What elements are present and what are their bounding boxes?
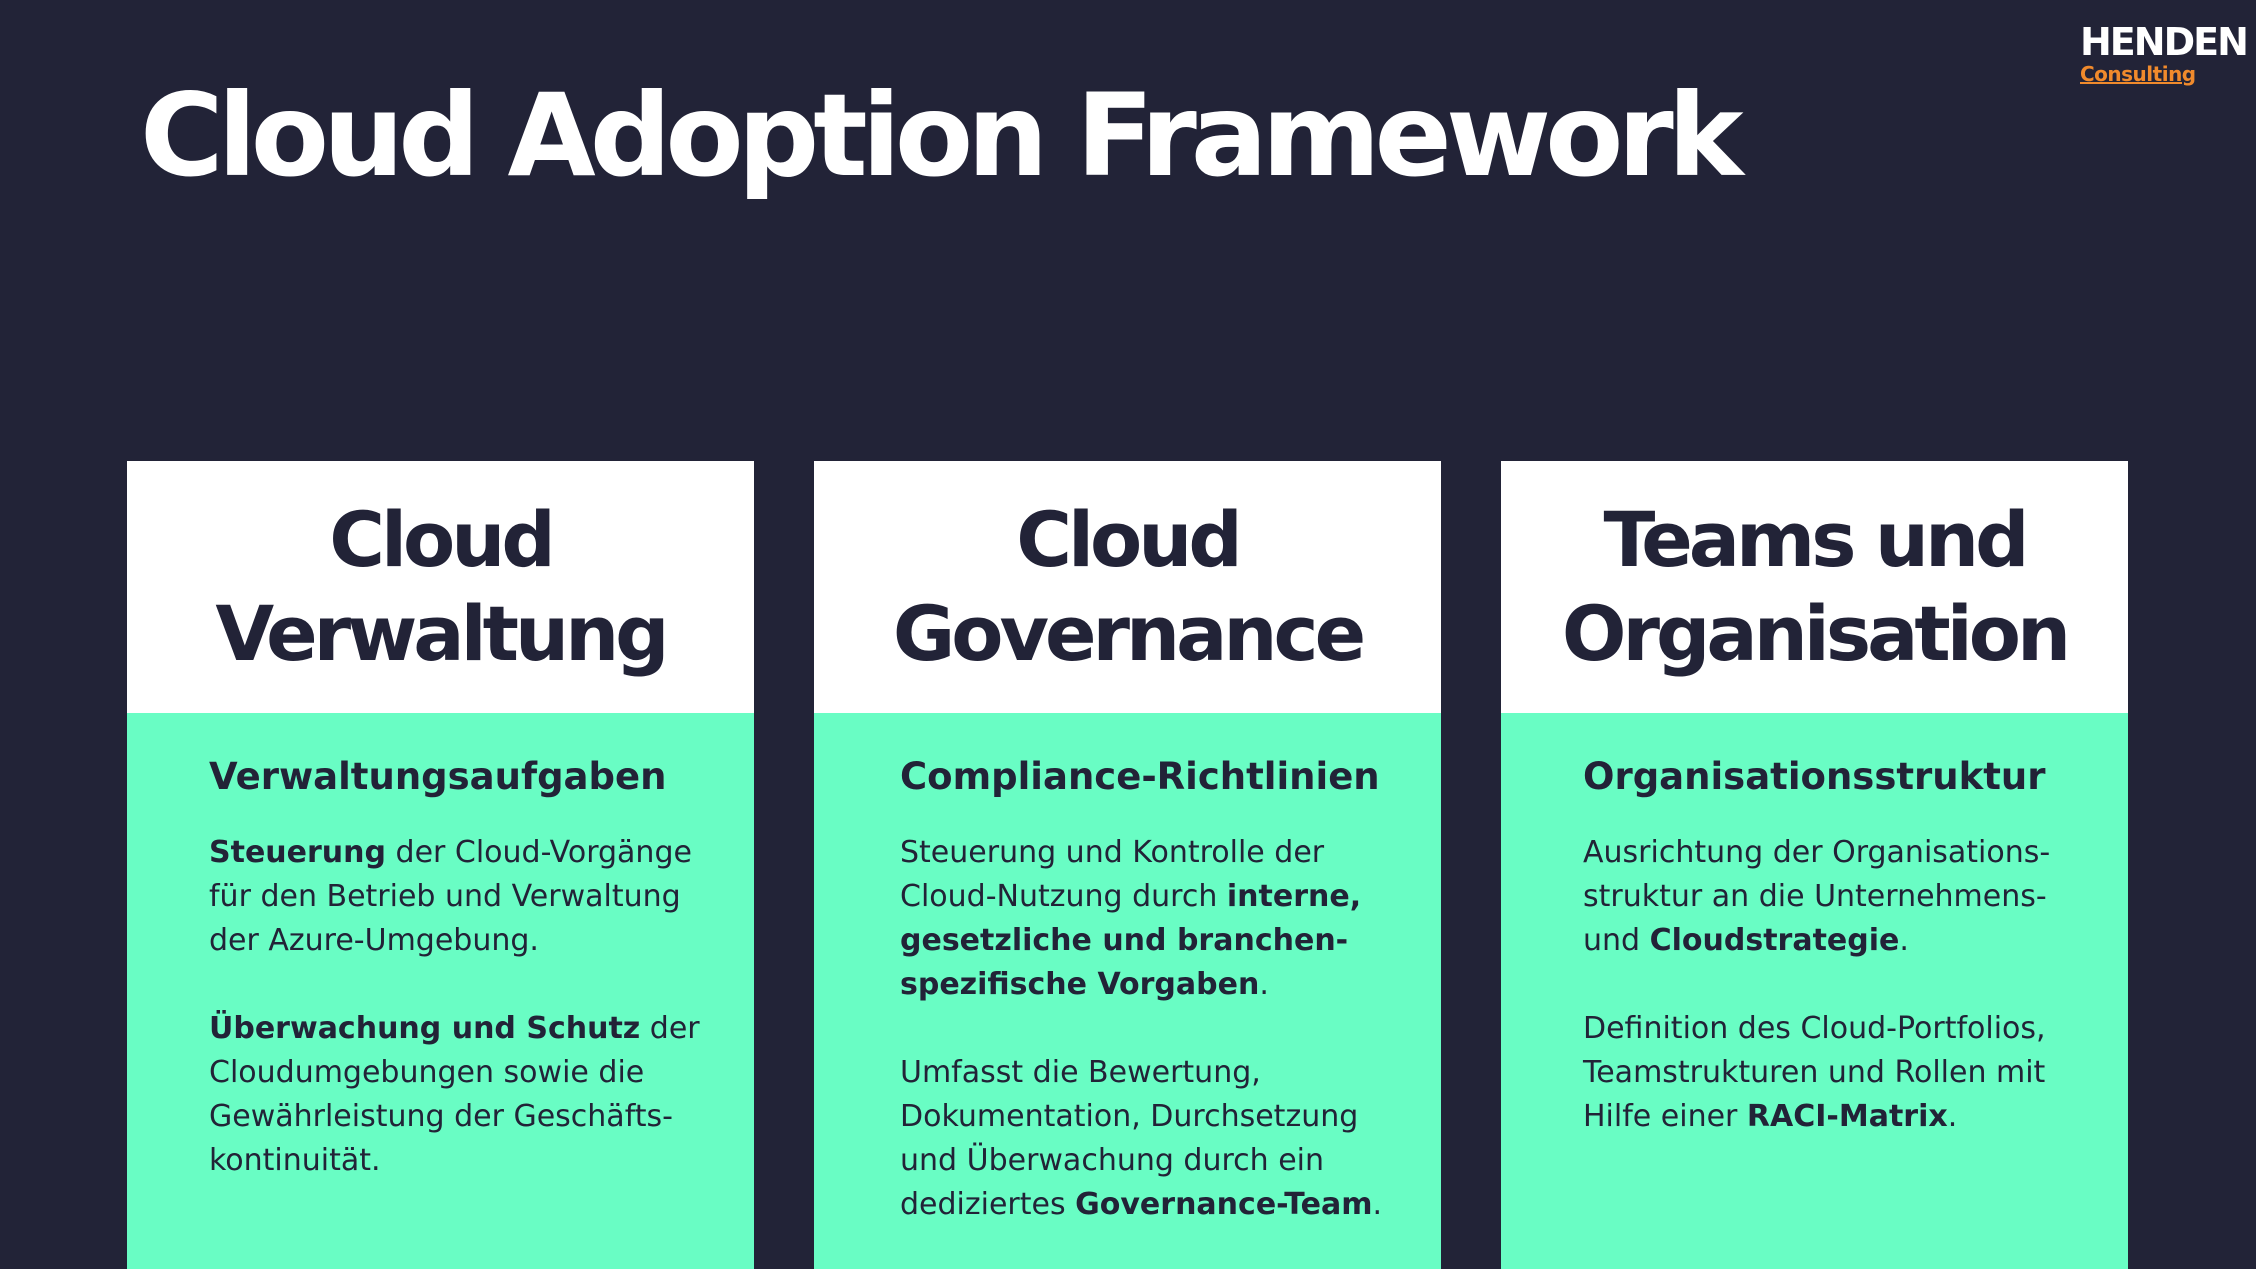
paragraph-text: der Cloud-Vorgänge bbox=[385, 835, 692, 870]
paragraph-text: . bbox=[1259, 967, 1269, 1002]
paragraph-text: . bbox=[1899, 923, 1909, 958]
logo-wordmark: HENDEN bbox=[2080, 20, 2249, 64]
card-paragraph: Definition des Cloud-Portfolios, Teamstru… bbox=[1583, 1007, 2088, 1139]
paragraph-text: und Überwachung durch ein bbox=[900, 1143, 1325, 1178]
card-title-line: Cloud bbox=[329, 495, 556, 584]
paragraph-text: Steuerung und Kontrolle der bbox=[900, 835, 1325, 870]
card-paragraph: Ausrichtung der Organisations-struktur a… bbox=[1583, 831, 2088, 963]
paragraph-text: der Azure-Umgebung. bbox=[209, 923, 539, 958]
paragraph-text: kontinuität. bbox=[209, 1143, 381, 1178]
paragraph-text: der bbox=[640, 1011, 700, 1046]
paragraph-text: Hilfe einer bbox=[1583, 1099, 1747, 1134]
card-body: Organisationsstruktur Ausrichtung der Or… bbox=[1501, 713, 2128, 1269]
company-logo: HENDEN Consulting bbox=[2080, 20, 2249, 86]
emphasis-text: spezifische Vorgaben bbox=[900, 967, 1260, 1002]
paragraph-text: und bbox=[1583, 923, 1650, 958]
paragraph-text: Dokumentation, Durchsetzung bbox=[900, 1099, 1359, 1134]
card-title-line: Verwaltung bbox=[215, 589, 669, 678]
paragraph-text: . bbox=[1372, 1187, 1383, 1222]
emphasis-text: Cloudstrategie bbox=[1649, 923, 1900, 958]
logo-subtitle: Consulting bbox=[2080, 62, 2196, 86]
card-title-line: Cloud bbox=[1016, 495, 1243, 584]
emphasis-text: interne, bbox=[1226, 879, 1362, 914]
paragraph-text: Teamstrukturen und Rollen mit bbox=[1583, 1055, 2046, 1090]
card-paragraphs: Ausrichtung der Organisations-struktur a… bbox=[1583, 831, 2088, 1139]
paragraph-text: Umfasst die Bewertung, bbox=[900, 1055, 1261, 1090]
card-body: Compliance-Richtlinien Steuerung und Kon… bbox=[814, 713, 1441, 1269]
paragraph-text: für den Betrieb und Verwaltung bbox=[209, 879, 681, 914]
paragraph-text: dediziertes bbox=[900, 1187, 1076, 1222]
paragraph-text: struktur an die Unternehmens- bbox=[1583, 879, 2047, 914]
emphasis-text: Überwachung und Schutz bbox=[209, 1011, 641, 1046]
card-paragraphs: Steuerung der Cloud-Vorgänge für den Betr… bbox=[209, 831, 714, 1183]
card-section-heading: Verwaltungsaufgaben bbox=[209, 755, 667, 798]
card-title-line: Governance bbox=[892, 589, 1366, 678]
card-body: Verwaltungsaufgaben Steuerung der Cloud-… bbox=[127, 713, 754, 1269]
emphasis-text: RACI-Matrix bbox=[1746, 1099, 1948, 1134]
paragraph-text: Cloud-Nutzung durch bbox=[900, 879, 1227, 914]
card-paragraph: Umfasst die Bewertung, Dokumentation, Dur… bbox=[900, 1051, 1401, 1227]
paragraph-text: Gewährleistung der Geschäfts- bbox=[209, 1099, 673, 1134]
card-title-line: Organisation bbox=[1561, 589, 2071, 678]
emphasis-text: Steuerung bbox=[209, 835, 386, 870]
paragraph-text: Cloudumgebungen sowie die bbox=[209, 1055, 645, 1090]
emphasis-text: gesetzliche und branchen- bbox=[900, 923, 1349, 958]
card-paragraph: Steuerung der Cloud-Vorgänge für den Betr… bbox=[209, 831, 714, 963]
paragraph-text: Ausrichtung der Organisations- bbox=[1583, 835, 2051, 870]
card-section-heading: Compliance-Richtlinien bbox=[900, 755, 1380, 798]
paragraph-text: . bbox=[1947, 1099, 1958, 1134]
emphasis-text: Governance-Team bbox=[1075, 1187, 1373, 1222]
card-title-line: Teams und bbox=[1603, 495, 2029, 584]
card-section-heading: Organisationsstruktur bbox=[1583, 755, 2046, 798]
page-title: Cloud Adoption Framework bbox=[140, 69, 1744, 202]
paragraph-text: Definition des Cloud-Portfolios, bbox=[1583, 1011, 2046, 1046]
